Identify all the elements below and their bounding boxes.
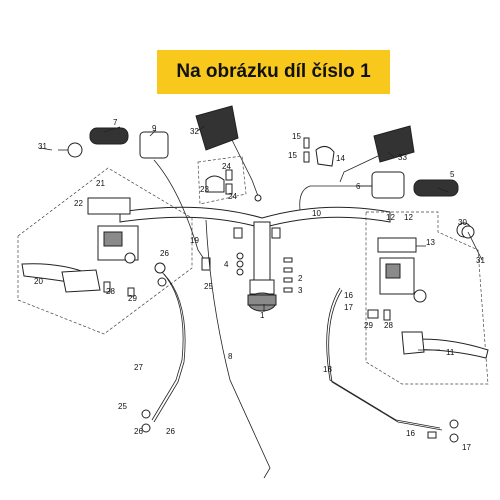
callout-18: 18 xyxy=(323,365,332,374)
callout-20: 20 xyxy=(34,277,43,286)
left-mirror xyxy=(195,105,262,202)
callout-26a: 26 xyxy=(160,249,169,258)
callout-3: 3 xyxy=(298,286,303,295)
cables xyxy=(141,219,459,479)
callout-25b: 25 xyxy=(118,402,127,411)
callout-25a: 25 xyxy=(204,282,213,291)
callout-4: 4 xyxy=(224,260,229,269)
callout-30: 30 xyxy=(458,218,467,227)
callout-21: 21 xyxy=(96,179,105,188)
callout-5: 5 xyxy=(450,170,455,179)
callout-31b: 31 xyxy=(476,256,485,265)
callout-28a: 28 xyxy=(106,287,115,296)
callout-19: 19 xyxy=(190,236,199,245)
right-clamp xyxy=(303,137,335,167)
callout-17b: 17 xyxy=(462,443,471,452)
callout-7: 7 xyxy=(113,118,118,127)
callout-28b: 28 xyxy=(384,321,393,330)
callout-8: 8 xyxy=(228,352,233,361)
part-number-banner: Na obrázku díl číslo 1 xyxy=(157,50,390,94)
mirror-clamp xyxy=(197,155,247,205)
callout-22: 22 xyxy=(74,199,83,208)
callout-12b: 12 xyxy=(404,213,413,222)
callout-16a: 16 xyxy=(344,291,353,300)
left-grip-and-switch xyxy=(58,127,211,271)
callout-2: 2 xyxy=(298,274,303,283)
callout-6: 6 xyxy=(356,182,361,191)
callout-11: 11 xyxy=(446,348,455,357)
right-mirror xyxy=(339,125,415,183)
callout-17a: 17 xyxy=(344,303,353,312)
callout-24a: 24 xyxy=(222,162,231,171)
callout-labels: 1 2 3 4 5 6 7 8 9 10 11 12 12 13 14 15 1… xyxy=(34,118,485,452)
callout-23: 23 xyxy=(200,185,209,194)
right-brake-group xyxy=(365,211,489,385)
handlebar xyxy=(119,206,391,312)
callout-27: 27 xyxy=(134,363,143,372)
callout-29b: 29 xyxy=(364,321,373,330)
callout-26b: 26 xyxy=(134,427,143,436)
left-brake-group xyxy=(17,167,193,335)
callout-10: 10 xyxy=(312,209,321,218)
callout-14: 14 xyxy=(336,154,345,163)
callout-9: 9 xyxy=(152,124,157,133)
callout-12a: 12 xyxy=(386,213,395,222)
center-hardware xyxy=(236,252,293,293)
callout-24b: 24 xyxy=(228,192,237,201)
right-switch-and-grip xyxy=(299,171,472,238)
callout-1: 1 xyxy=(260,311,265,320)
callout-33: 33 xyxy=(398,153,407,162)
callout-32: 32 xyxy=(190,127,199,136)
leader-lines xyxy=(39,125,483,351)
callout-15b: 15 xyxy=(288,151,297,160)
callout-15a: 15 xyxy=(292,132,301,141)
callout-26c: 26 xyxy=(166,427,175,436)
callout-29a: 29 xyxy=(128,294,137,303)
callout-13: 13 xyxy=(426,238,435,247)
callout-16b: 16 xyxy=(406,429,415,438)
callout-31a: 31 xyxy=(38,142,47,151)
